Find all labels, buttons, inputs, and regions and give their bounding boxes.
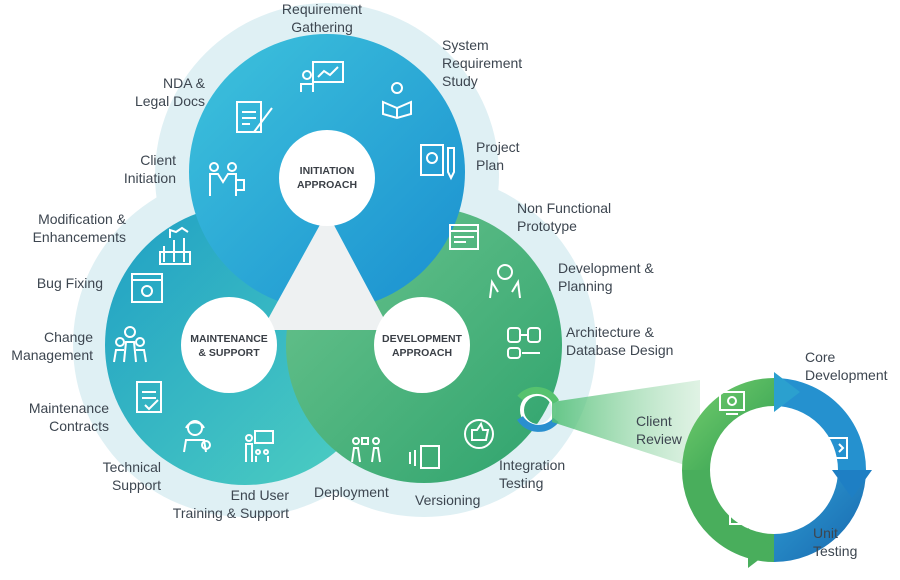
contract-icon (136, 381, 162, 413)
zoom-beam (552, 380, 700, 470)
client-review-label: Client Review (636, 413, 682, 447)
project-plan-label: Project Plan (476, 139, 520, 173)
change-management-label: Change Management (11, 329, 93, 363)
maintenance-support-label: MAINTENANCE & SUPPORT (190, 333, 268, 359)
review-screen-icon (719, 391, 745, 415)
initiation-approach-label: INITIATION APPROACH (296, 165, 358, 191)
modification-enhancements-label: Modification & Enhancements (32, 211, 126, 245)
initiation-hub (279, 130, 375, 226)
cycle-arc-green (682, 378, 775, 471)
idea-hands-icon (489, 264, 521, 299)
presentation-icon (300, 61, 344, 92)
cycle-arrow-bottom (748, 528, 774, 568)
development-planning-label: Development & Planning (558, 260, 654, 294)
non-functional-prototype-label: Non Functional Prototype (517, 200, 612, 234)
database-flow-icon (507, 327, 541, 359)
versioning-label: Versioning (415, 492, 481, 508)
technical-support-label: Technical Support (102, 459, 161, 493)
center-triangle (262, 212, 390, 330)
system-requirement-study-label: System Requirement Study (442, 37, 523, 89)
bug-window-icon (131, 273, 163, 303)
development-hub (374, 297, 470, 393)
development-approach-label: DEVELOPMENT APPROACH (382, 333, 462, 359)
architecture-database-label: Architecture & Database Design (566, 324, 674, 358)
end-user-training-label: End User Training & Support (172, 487, 289, 521)
signed-document-icon (236, 101, 273, 133)
code-icon (820, 437, 848, 459)
nda-legal-docs-label: NDA & Legal Docs (134, 75, 205, 109)
checklist-icon (729, 495, 753, 525)
trainer-icon (245, 430, 274, 462)
maintenance-hub (181, 297, 277, 393)
iteration-cycle (682, 372, 872, 568)
headset-support-icon (183, 420, 211, 453)
cycle-arrow-top (774, 372, 800, 412)
reading-person-icon (382, 82, 412, 120)
wireframe-icon (449, 224, 479, 250)
thumbs-up-badge-icon (464, 419, 494, 449)
team-change-icon (113, 326, 147, 363)
plan-document-icon (420, 144, 455, 181)
maintenance-contracts-label: Maintenance Contracts (28, 400, 109, 434)
cycle-arrow-right (832, 470, 872, 498)
team-deploy-icon (351, 437, 381, 463)
raised-hands-icon (159, 226, 191, 265)
integration-testing-label: Integration Testing (499, 457, 566, 491)
handshake-people-icon (209, 162, 245, 196)
bug-fixing-label: Bug Fixing (36, 275, 103, 291)
requirement-gathering-label: Requirement Gathering (281, 1, 363, 35)
client-initiation-label: Client Initiation (123, 152, 176, 186)
versions-icon (409, 445, 440, 469)
core-development-label: Core Development (805, 349, 888, 383)
unit-testing-label: Unit Testing (813, 525, 858, 559)
deployment-label: Deployment (314, 484, 389, 500)
